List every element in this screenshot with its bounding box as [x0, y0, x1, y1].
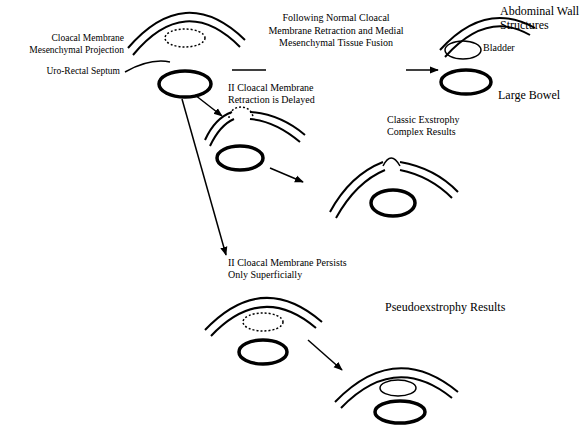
uro-rectal-septum: [125, 61, 170, 72]
stage-label: II Cloacal Membrane Persists Only Superf…: [228, 257, 356, 281]
stage-label: Classic Exstrophy Complex Results: [387, 114, 463, 138]
stage-label: Bladder: [483, 42, 533, 54]
edge-label: Following Normal Cloacal Membrane Retrac…: [268, 12, 404, 50]
large-bowel: [441, 70, 491, 94]
cloacal-membrane: [243, 313, 283, 331]
abdominal-wall-arc: [341, 377, 452, 408]
development-arrow: [308, 340, 342, 370]
abdominal-wall-arc: [330, 162, 383, 212]
development-arrow: [270, 168, 303, 182]
abdominal-wall-arc: [250, 112, 305, 135]
development-arrow: [195, 95, 222, 116]
mesenchymal-projection: [165, 29, 205, 47]
large-bowel: [239, 340, 287, 364]
exposed-bladder: [383, 158, 400, 166]
stage-label: Cloacal Membrane: [0, 33, 124, 44]
stage-label: Mesenchymal Projection: [0, 45, 124, 56]
stage-label: Large Bowel: [498, 88, 578, 102]
stage-node: II Cloacal Membrane Retraction is Delaye…: [200, 80, 312, 175]
stage-label: Uro-Rectal Septum: [10, 66, 120, 77]
bladder: [380, 380, 416, 396]
stage-node: Classic Exstrophy Complex Results: [300, 118, 470, 223]
cloacal-membrane: [229, 107, 253, 118]
large-bowel: [159, 71, 211, 97]
stage-node: Pseudoexstrophy Results: [330, 300, 480, 425]
stage-node: II Cloacal Membrane Persists Only Superf…: [200, 255, 335, 367]
stage-node: Abdominal Wall StructuresBladderLarge Bo…: [438, 0, 586, 105]
stage-label: Abdominal Wall Structures: [500, 4, 586, 33]
large-bowel: [217, 146, 263, 170]
abdominal-wall-arc: [250, 119, 300, 142]
development-arrow: [182, 99, 226, 255]
abdominal-wall-arc: [205, 112, 232, 140]
stage-node: Cloacal MembraneMesenchymal ProjectionUr…: [0, 0, 232, 100]
bladder: [445, 41, 481, 59]
large-bowel: [371, 190, 415, 216]
abdominal-wall-arc: [400, 162, 458, 192]
abdominal-wall-arc: [133, 21, 240, 55]
abdominal-wall-arc: [211, 307, 316, 336]
development-arrow: [232, 69, 438, 71]
large-bowel: [375, 401, 425, 423]
abdominal-wall-arc: [210, 119, 234, 146]
stage-label: II Cloacal Membrane Retraction is Delaye…: [228, 82, 332, 106]
stage-label: Pseudoexstrophy Results: [385, 300, 535, 314]
